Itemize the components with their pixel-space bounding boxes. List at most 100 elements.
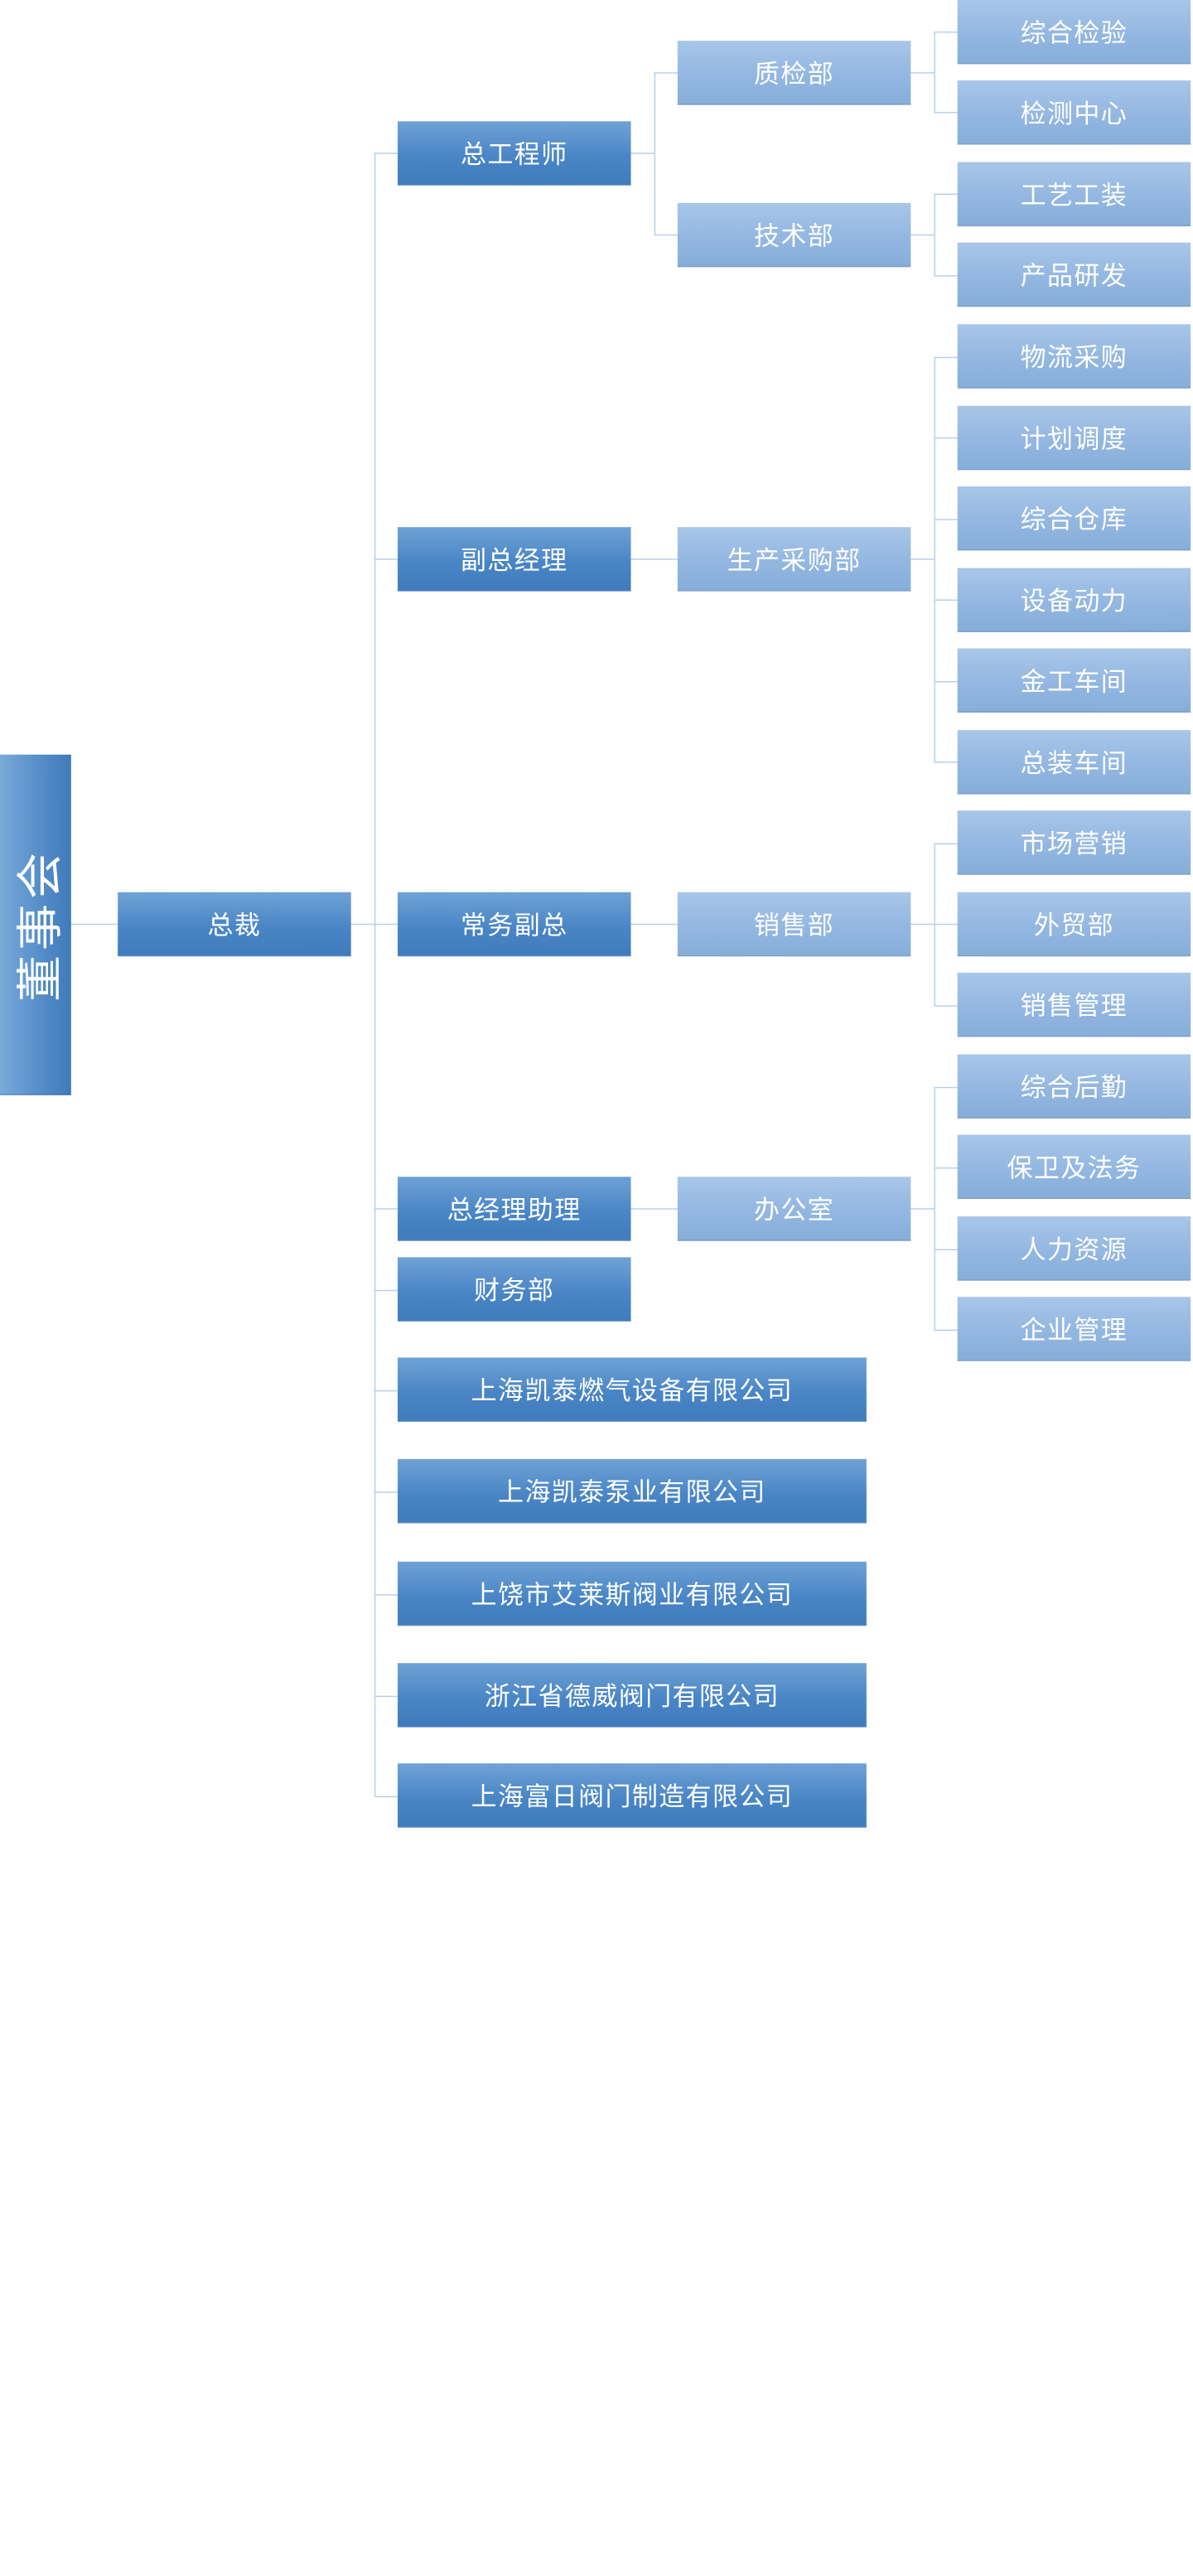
deputy-gm-label: 副总经理	[460, 547, 568, 577]
connector	[934, 519, 958, 520]
connector	[934, 1086, 958, 1089]
unit-node: 总装车间	[957, 730, 1191, 795]
unit-node: 市场营销	[957, 810, 1191, 875]
unit-label: 综合检验	[1020, 19, 1128, 50]
sales-dept-node: 销售部	[677, 892, 911, 957]
unit-node: 综合后勤	[957, 1054, 1191, 1119]
unit-label: 检测中心	[1020, 100, 1128, 130]
board-node: 董事会	[0, 754, 71, 1095]
unit-label: 人力资源	[1020, 1236, 1128, 1266]
chief-engineer-node: 总工程师	[397, 121, 631, 186]
connector	[934, 923, 958, 926]
connector	[374, 1795, 398, 1798]
connector	[654, 72, 656, 236]
deputy-gm-node: 副总经理	[397, 527, 631, 592]
exec-deputy-node: 常务副总	[397, 892, 631, 957]
connector	[70, 923, 118, 926]
subsidiary-label: 上饶市艾莱斯阀业有限公司	[471, 1581, 794, 1611]
connector	[630, 923, 678, 926]
unit-node: 检测中心	[957, 80, 1191, 145]
tech-dept-node: 技术部	[677, 202, 911, 268]
connector	[934, 437, 958, 439]
unit-node: 人力资源	[957, 1216, 1191, 1281]
sales-dept-label: 销售部	[754, 911, 835, 941]
connector	[910, 923, 935, 926]
production-dept-label: 生产采购部	[727, 547, 862, 577]
connector	[934, 1005, 958, 1007]
finance-label: 财务部	[474, 1277, 555, 1307]
unit-label: 综合后勤	[1020, 1074, 1128, 1104]
finance-node: 财务部	[397, 1257, 631, 1322]
connector	[654, 72, 678, 74]
unit-label: 工艺工装	[1020, 181, 1128, 211]
connector	[934, 31, 958, 33]
connector	[934, 275, 958, 277]
connector	[910, 1208, 935, 1210]
unit-label: 计划调度	[1020, 425, 1128, 455]
subsidiary-label: 上海凯泰燃气设备有限公司	[471, 1377, 794, 1407]
connector	[374, 1208, 398, 1210]
unit-label: 保卫及法务	[1007, 1154, 1142, 1184]
subsidiary-node: 浙江省德威阀门有限公司	[397, 1663, 867, 1728]
quality-dept-node: 质检部	[677, 41, 911, 105]
board-label: 董事会	[13, 847, 67, 1002]
connector	[910, 72, 935, 74]
production-dept-node: 生产采购部	[677, 527, 911, 592]
subsidiary-label: 上海富日阀门制造有限公司	[471, 1783, 794, 1813]
unit-label: 总装车间	[1020, 750, 1128, 780]
unit-node: 综合仓库	[957, 486, 1191, 551]
chief-engineer-label: 总工程师	[460, 141, 568, 171]
unit-label: 产品研发	[1020, 262, 1128, 292]
subsidiary-node: 上海凯泰燃气设备有限公司	[397, 1357, 867, 1422]
exec-deputy-label: 常务副总	[460, 911, 568, 941]
unit-node: 物流采购	[957, 324, 1191, 389]
subsidiary-label: 浙江省德威阀门有限公司	[484, 1683, 780, 1713]
subsidiary-label: 上海凯泰泵业有限公司	[498, 1478, 766, 1509]
connector	[630, 1208, 678, 1210]
subsidiary-node: 上海凯泰泵业有限公司	[397, 1458, 867, 1524]
connector	[374, 1491, 398, 1493]
unit-label: 物流采购	[1020, 344, 1128, 374]
connector	[910, 234, 935, 236]
connector	[374, 1695, 398, 1698]
connector	[374, 152, 376, 1796]
gm-assistant-node: 总经理助理	[397, 1177, 631, 1241]
unit-node: 工艺工装	[957, 162, 1191, 227]
connector	[934, 761, 958, 763]
connector	[934, 112, 958, 114]
connector	[934, 356, 958, 359]
unit-label: 金工车间	[1020, 668, 1128, 698]
unit-node: 金工车间	[957, 648, 1191, 713]
unit-node: 保卫及法务	[957, 1134, 1191, 1200]
connector	[630, 152, 654, 154]
unit-node: 销售管理	[957, 972, 1191, 1037]
tech-dept-label: 技术部	[754, 222, 835, 253]
connector	[630, 558, 678, 560]
quality-dept-label: 质检部	[754, 60, 835, 90]
office-node: 办公室	[677, 1177, 911, 1241]
connector	[934, 843, 958, 845]
connector	[934, 681, 958, 683]
gm-assistant-label: 总经理助理	[447, 1196, 582, 1226]
connector	[374, 1594, 398, 1596]
unit-label: 市场营销	[1020, 830, 1128, 860]
connector	[654, 234, 678, 236]
unit-node: 外贸部	[957, 892, 1191, 957]
connector	[374, 558, 398, 560]
connector	[934, 193, 958, 196]
connector	[374, 1289, 398, 1292]
connector	[934, 1167, 958, 1169]
office-label: 办公室	[754, 1196, 835, 1226]
unit-label: 综合仓库	[1020, 505, 1128, 536]
connector	[374, 1389, 398, 1392]
unit-node: 综合检验	[957, 0, 1191, 65]
president-node: 总裁	[118, 892, 351, 957]
connector	[934, 599, 958, 601]
unit-node: 计划调度	[957, 405, 1191, 471]
subsidiary-node: 上饶市艾莱斯阀业有限公司	[397, 1561, 867, 1626]
unit-label: 设备动力	[1020, 587, 1128, 617]
connector	[934, 1329, 958, 1331]
unit-node: 产品研发	[957, 242, 1191, 307]
connector	[934, 1249, 958, 1250]
